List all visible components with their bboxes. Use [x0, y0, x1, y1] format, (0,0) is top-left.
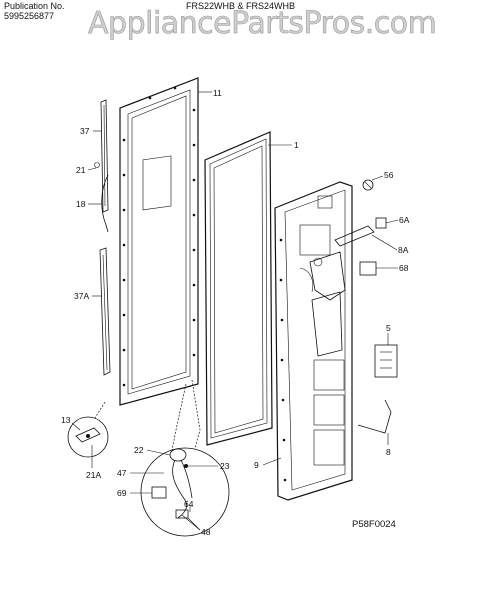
callout-9: 9 [254, 460, 259, 470]
callout-18: 18 [76, 199, 86, 209]
callout-23: 23 [220, 461, 230, 471]
callout-56: 56 [384, 170, 394, 180]
callout-8a: 8A [398, 245, 409, 255]
callout-48: 48 [201, 527, 211, 537]
hinge-detail-circle [67, 416, 109, 458]
callout-37: 37 [80, 126, 90, 136]
callout-69: 69 [117, 488, 127, 498]
dispenser-door-liner [274, 181, 353, 501]
callout-1: 1 [294, 140, 299, 150]
callout-6a: 6A [399, 215, 410, 225]
door-panel [119, 77, 199, 406]
callout-22: 22 [134, 445, 144, 455]
leader-lines [71, 91, 399, 531]
callout-5: 5 [386, 323, 391, 333]
wiring-detail-circle [140, 447, 230, 537]
handle-strip-parts [94, 99, 111, 376]
callout-64: 64 [184, 499, 194, 509]
small-parts-right [313, 179, 398, 434]
callout-21: 21 [76, 165, 86, 175]
callout-47: 47 [117, 468, 127, 478]
publication-number: 5995256877 [4, 11, 55, 21]
callout-8: 8 [386, 447, 391, 457]
diagram-code: P58F0024 [352, 519, 396, 530]
callout-68: 68 [399, 263, 409, 273]
door-gasket [204, 131, 273, 446]
model-title: FRS22WHB & FRS24WHB [186, 1, 296, 11]
callout-21a: 21A [86, 470, 101, 480]
watermark: AppliancePartsPros.com [88, 6, 437, 42]
callout-11: 11 [213, 88, 222, 98]
publication-label: Publication No. [4, 1, 65, 11]
callout-13: 13 [61, 415, 71, 425]
callout-37a: 37A [74, 291, 89, 301]
